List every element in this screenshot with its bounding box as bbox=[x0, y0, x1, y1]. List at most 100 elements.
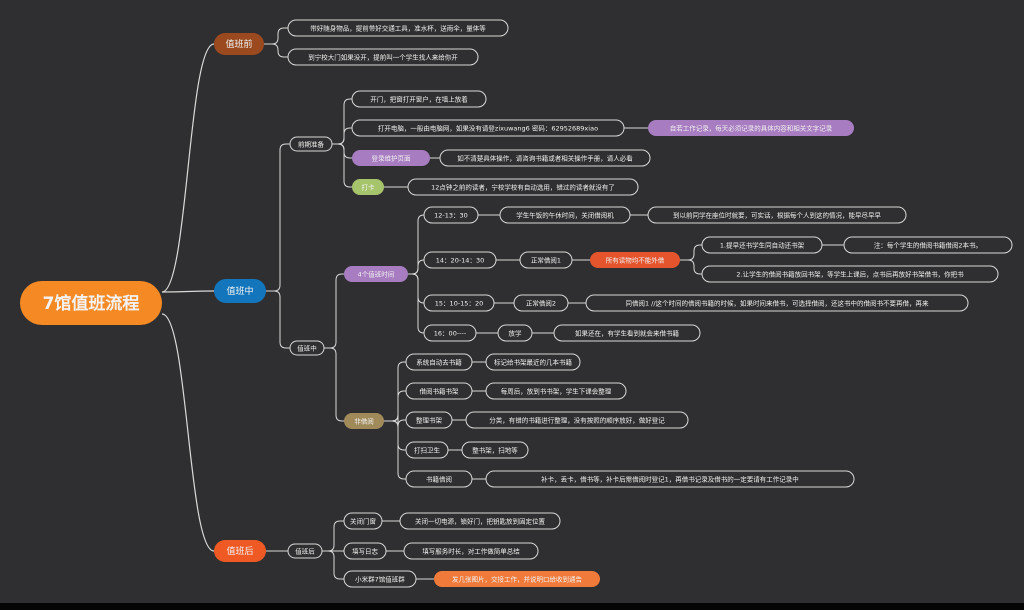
prep-item-3-label: 登录维护页面 bbox=[372, 153, 412, 162]
after-head-2-shape bbox=[343, 542, 387, 560]
after-desc-2-shape bbox=[403, 542, 539, 560]
period-1-kind: 学生午饭的午休时间，关闭借阅机 bbox=[499, 206, 631, 224]
misc-head-2-label: 借阅书籍书架 bbox=[420, 386, 460, 395]
period-time-1-shape bbox=[423, 206, 479, 224]
misc-desc-5-label: 补卡，丢卡，借书等，补卡后需借阅时登记1，再借书记录及借书的一定要请有工作记录中 bbox=[541, 474, 799, 483]
during-node-label: 值班中 bbox=[226, 285, 253, 297]
period-2-sub-2-shape bbox=[701, 265, 999, 283]
prep-item-1-label: 开门，把窗打开窗户，在墙上放着 bbox=[370, 94, 468, 103]
after-head-3-shape bbox=[343, 570, 417, 588]
misc-head-4-label: 打扫卫生 bbox=[414, 445, 441, 454]
prep-node-label: 前期准备 bbox=[298, 139, 325, 148]
period-2-sub-2-label: 2.让学生的借阅书籍放回书架，等学生上课后，点书后再放好书架借书，你把书 bbox=[736, 269, 964, 278]
misc-head-5-shape bbox=[405, 470, 473, 488]
prep-item-2-note-label: 自若工作记录，每天必须记录的具体内容和相关文字记录 bbox=[670, 123, 833, 132]
before-item-1-label: 带好随身物品，提前带好交通工具，准水杯，送雨伞，量体等 bbox=[310, 23, 486, 32]
after-head-2: 填写日志 bbox=[343, 542, 387, 560]
root-node: 7馆值班流程 bbox=[20, 281, 162, 325]
after-head-1: 关闭门窗 bbox=[343, 512, 383, 530]
misc-desc-3-shape bbox=[465, 411, 689, 429]
period-2-sub-1-shape bbox=[701, 236, 823, 254]
misc-head-3: 整理书架 bbox=[405, 411, 453, 429]
during-node: 值班中 bbox=[214, 279, 266, 303]
period-3-kind-shape bbox=[513, 294, 569, 312]
root-node-label: 7馆值班流程 bbox=[43, 293, 140, 314]
connector bbox=[680, 244, 702, 261]
period-time-4: 16：00---- bbox=[423, 324, 477, 342]
connector bbox=[266, 290, 290, 349]
prep-item-4-note: 12点钟之前的读者，宁校学校有自动选用，错过的读者就没有了 bbox=[407, 178, 639, 196]
misc-desc-1-label: 标记给书架最近的几本书籍 bbox=[494, 357, 573, 366]
period-4-desc: 如果还在，有学生看到就会来借书籍 bbox=[553, 324, 701, 342]
period-4-kind-shape bbox=[497, 324, 533, 342]
period-2-kind-shape bbox=[519, 251, 573, 269]
connector bbox=[322, 550, 344, 580]
misc-desc-2: 每周后，放到书书架，学生下课会整理 bbox=[485, 382, 627, 400]
period-3-desc: 同借阅1 //这个时间的借阅书籍的时候，如果时间来借书，可选择借阅，还这书中的借… bbox=[585, 294, 969, 312]
prep-item-2-note-shape bbox=[648, 120, 854, 136]
period-4-desc-label: 如果还在，有学生看到就会来借书籍 bbox=[575, 328, 680, 337]
misc-head-3-shape bbox=[405, 411, 453, 429]
period-2-tag-label: 所有读物均不能外借 bbox=[606, 255, 665, 264]
prep-item-2-shape bbox=[351, 119, 625, 137]
shift-node: 值班中 bbox=[289, 340, 325, 356]
period-2-kind: 正常借阅1 bbox=[519, 251, 573, 269]
connector bbox=[264, 27, 288, 45]
after-head-1-label: 关闭门窗 bbox=[350, 516, 376, 525]
after-head-3: 小米群7馆值班群 bbox=[343, 570, 417, 588]
period-2-kind-label: 正常借阅1 bbox=[531, 255, 561, 264]
nodes-layer: 7馆值班流程值班前值班中值班后带好随身物品，提前带好交通工具，准水杯，送雨伞，量… bbox=[20, 19, 1013, 588]
misc-head-1-shape bbox=[405, 353, 473, 371]
misc-head-5-label: 书籍借阅 bbox=[426, 474, 452, 483]
shift-node-shape bbox=[289, 340, 325, 356]
period-time-1-label: 12-13：30 bbox=[434, 211, 468, 219]
period-2-note-label: 注：每个学生的借阅书籍借阅2本书。 bbox=[874, 240, 982, 249]
prep-item-4-shape bbox=[352, 179, 384, 195]
connector bbox=[266, 143, 290, 292]
shift-node-label: 值班中 bbox=[297, 343, 317, 352]
period-1-desc-shape bbox=[647, 206, 907, 224]
after-desc-3-shape bbox=[434, 571, 600, 587]
prep-item-3-shape bbox=[352, 150, 430, 166]
after-node-shape bbox=[214, 540, 266, 562]
prep-node-shape bbox=[289, 136, 333, 152]
period-time-4-shape bbox=[423, 324, 477, 342]
connector bbox=[324, 347, 344, 422]
periods-node-label: 4个值班时间 bbox=[358, 269, 395, 278]
period-time-4-label: 16：00---- bbox=[434, 329, 467, 337]
after-desc-3-label: 发几张图片，交接工作，并说明口给收到通告 bbox=[452, 574, 583, 583]
misc-node-shape bbox=[344, 413, 384, 429]
after-head-2-label: 填写日志 bbox=[352, 546, 379, 555]
connector bbox=[332, 143, 352, 188]
prep-item-4-label: 打卡 bbox=[362, 182, 376, 191]
misc-node-label: 非借阅 bbox=[354, 416, 374, 425]
prep-item-2-label: 打开电脑，一般由电脑网，如果没有请登zixuwang6 密码：62952689x… bbox=[378, 123, 598, 132]
period-time-3: 15：10-15：20 bbox=[423, 294, 495, 312]
misc-desc-5-shape bbox=[485, 470, 855, 488]
misc-desc-2-shape bbox=[485, 382, 627, 400]
before-item-2: 到宁校大门如果没开，提前叫一个学生找人来给你开 bbox=[287, 48, 479, 66]
period-2-sub-2: 2.让学生的借阅书籍放回书架，等学生上课后，点书后再放好书架借书，你把书 bbox=[701, 265, 999, 283]
prep-item-2-note: 自若工作记录，每天必须记录的具体内容和相关文字记录 bbox=[648, 120, 854, 136]
after-desc-1-label: 关闭一切电源，锁好门，把钥匙放到固定位置 bbox=[415, 516, 546, 525]
after-head-3-label: 小米群7馆值班群 bbox=[355, 574, 405, 583]
connector bbox=[161, 43, 215, 293]
misc-desc-4: 整书架，扫地等 bbox=[461, 441, 529, 459]
periods-node-shape bbox=[344, 266, 408, 282]
misc-head-3-label: 整理书架 bbox=[416, 415, 443, 424]
period-3-kind: 正常借阅2 bbox=[513, 294, 569, 312]
prep-item-1: 开门，把窗打开窗户，在墙上放着 bbox=[351, 90, 487, 108]
period-1-kind-label: 学生午饭的午休时间，关闭借阅机 bbox=[516, 210, 614, 219]
misc-head-2: 借阅书籍书架 bbox=[405, 382, 473, 400]
misc-desc-1: 标记给书架最近的几本书籍 bbox=[485, 353, 581, 371]
misc-desc-3: 分类，有错的书籍进行整理，没有按照的顺序放好，做好登记 bbox=[465, 411, 689, 429]
period-4-desc-shape bbox=[553, 324, 701, 342]
misc-desc-1-shape bbox=[485, 353, 581, 371]
periods-node: 4个值班时间 bbox=[344, 266, 408, 282]
period-4-kind: 放学 bbox=[497, 324, 533, 342]
prep-item-4-note-shape bbox=[407, 178, 639, 196]
period-4-kind-label: 放学 bbox=[509, 328, 523, 337]
period-3-desc-label: 同借阅1 //这个时间的借阅书籍的时候，如果时间来借书，可选择借阅，还这书中的借… bbox=[625, 298, 929, 307]
period-time-3-shape bbox=[423, 294, 495, 312]
